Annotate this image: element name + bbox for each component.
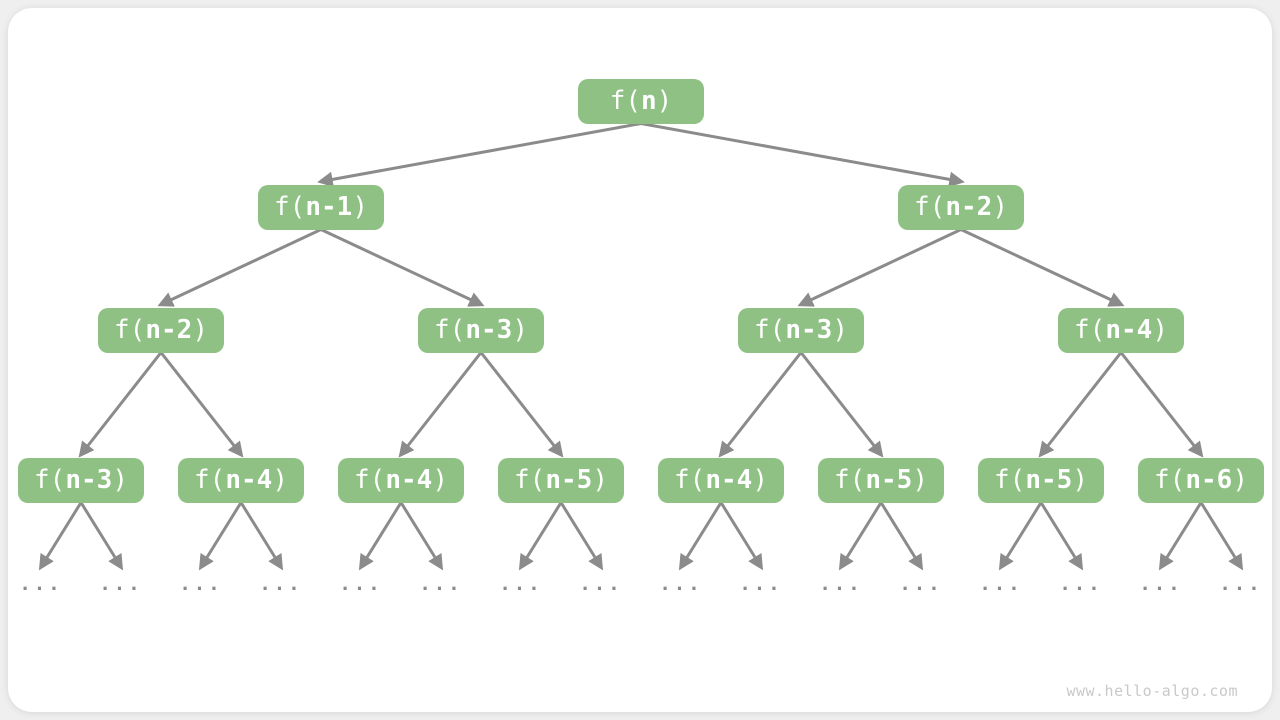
ellipsis-leaf: ... bbox=[1139, 573, 1183, 595]
node-label-prefix: f( bbox=[674, 465, 706, 495]
node-label-prefix: f( bbox=[834, 465, 866, 495]
node-label-suffix: ) bbox=[112, 465, 128, 495]
tree-node: f(n-3) bbox=[738, 307, 864, 353]
tree-node: f(n) bbox=[578, 78, 704, 124]
ellipsis-leaf: ... bbox=[1059, 573, 1103, 595]
node-label-argument: n-4 bbox=[225, 465, 273, 495]
node-label-argument: n-4 bbox=[385, 465, 433, 495]
node-label-prefix: f( bbox=[1074, 315, 1106, 345]
ellipsis-leaf: ... bbox=[819, 573, 863, 595]
node-label-argument: n-2 bbox=[145, 315, 193, 345]
node-label-prefix: f( bbox=[914, 192, 946, 222]
node-label-suffix: ) bbox=[1152, 315, 1168, 345]
node-label-argument: n-1 bbox=[305, 192, 353, 222]
node-label-suffix: ) bbox=[752, 465, 768, 495]
node-label-suffix: ) bbox=[992, 192, 1008, 222]
tree-node: f(n-5) bbox=[978, 457, 1104, 503]
node-label-suffix: ) bbox=[1232, 465, 1248, 495]
ellipsis-leaf: ... bbox=[499, 573, 543, 595]
node-label-prefix: f( bbox=[994, 465, 1026, 495]
tree-node: f(n-6) bbox=[1138, 457, 1264, 503]
node-label-prefix: f( bbox=[514, 465, 546, 495]
ellipsis-leaf: ... bbox=[979, 573, 1023, 595]
ellipsis-leaf: ... bbox=[1219, 573, 1263, 595]
node-label-suffix: ) bbox=[352, 192, 368, 222]
node-label-suffix: ) bbox=[592, 465, 608, 495]
ellipsis-leaf: ... bbox=[19, 573, 63, 595]
node-label-argument: n-6 bbox=[1185, 465, 1233, 495]
node-label-argument: n-3 bbox=[65, 465, 113, 495]
node-label-prefix: f( bbox=[1154, 465, 1186, 495]
node-label-suffix: ) bbox=[432, 465, 448, 495]
node-label-argument: n-4 bbox=[1105, 315, 1153, 345]
node-label-prefix: f( bbox=[34, 465, 66, 495]
tree-node: f(n-1) bbox=[258, 184, 384, 230]
tree-node: f(n-2) bbox=[98, 307, 224, 353]
node-label-prefix: f( bbox=[434, 315, 466, 345]
node-label-suffix: ) bbox=[832, 315, 848, 345]
node-label-prefix: f( bbox=[354, 465, 386, 495]
node-label-argument: n-3 bbox=[465, 315, 513, 345]
node-label-prefix: f( bbox=[754, 315, 786, 345]
node-label-suffix: ) bbox=[912, 465, 928, 495]
node-label-suffix: ) bbox=[656, 86, 673, 116]
node-label-argument: n-5 bbox=[545, 465, 593, 495]
ellipsis-leaf: ... bbox=[99, 573, 143, 595]
node-label-prefix: f( bbox=[194, 465, 226, 495]
ellipsis-leaf: ... bbox=[179, 573, 223, 595]
node-label-prefix: f( bbox=[609, 86, 641, 116]
node-label-prefix: f( bbox=[274, 192, 306, 222]
ellipsis-leaf: ... bbox=[579, 573, 623, 595]
tree-node: f(n-3) bbox=[18, 457, 144, 503]
node-label-prefix: f( bbox=[114, 315, 146, 345]
tree-node: f(n-4) bbox=[178, 457, 304, 503]
tree-node: f(n-4) bbox=[338, 457, 464, 503]
tree-node: f(n-5) bbox=[818, 457, 944, 503]
ellipsis-leaf: ... bbox=[899, 573, 943, 595]
node-label-argument: n bbox=[641, 86, 657, 116]
node-label-suffix: ) bbox=[192, 315, 208, 345]
tree-node: f(n-4) bbox=[658, 457, 784, 503]
watermark: www.hello-algo.com bbox=[1066, 682, 1238, 700]
ellipsis-leaf: ... bbox=[739, 573, 783, 595]
node-label-suffix: ) bbox=[1072, 465, 1088, 495]
node-label-suffix: ) bbox=[512, 315, 528, 345]
ellipsis-leaf: ... bbox=[339, 573, 383, 595]
ellipsis-leaf: ... bbox=[419, 573, 463, 595]
node-label-argument: n-5 bbox=[1025, 465, 1073, 495]
tree-node: f(n-3) bbox=[418, 307, 544, 353]
node-label-suffix: ) bbox=[272, 465, 288, 495]
tree-node: f(n-5) bbox=[498, 457, 624, 503]
node-label-argument: n-5 bbox=[865, 465, 913, 495]
tree-node: f(n-4) bbox=[1058, 307, 1184, 353]
tree-node: f(n-2) bbox=[898, 184, 1024, 230]
ellipsis-leaf: ... bbox=[659, 573, 703, 595]
node-label-argument: n-3 bbox=[785, 315, 833, 345]
node-label-argument: n-2 bbox=[945, 192, 993, 222]
ellipsis-leaf: ... bbox=[259, 573, 303, 595]
node-label-argument: n-4 bbox=[705, 465, 753, 495]
